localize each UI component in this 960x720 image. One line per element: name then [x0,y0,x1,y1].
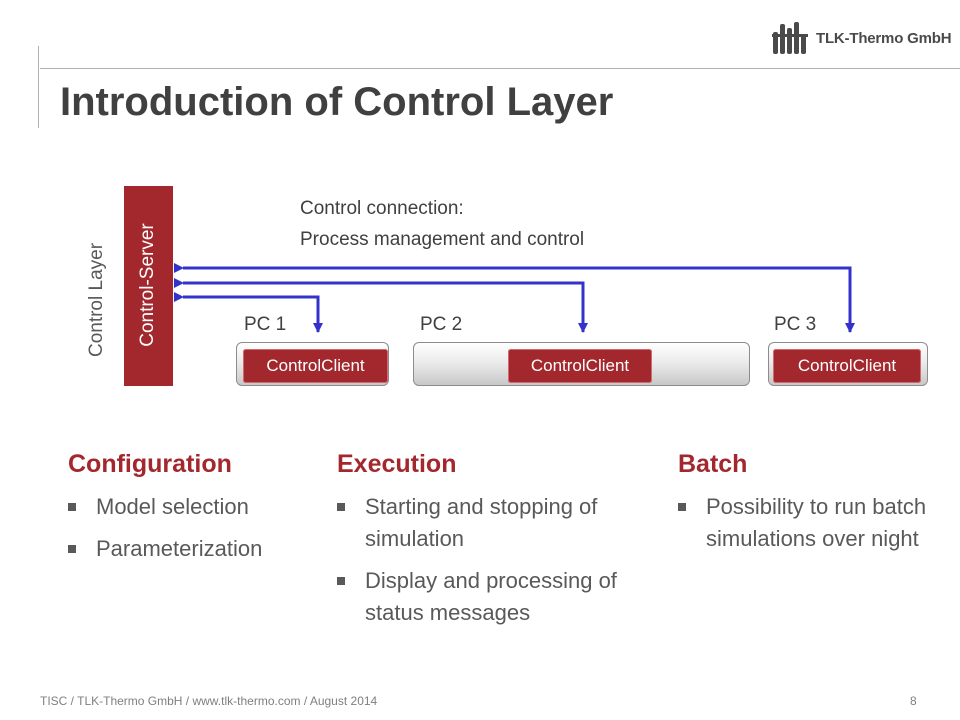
list-item: Starting and stopping of simulation [337,491,647,555]
connection-line-1: Control connection: [300,198,464,219]
logo-text: TLK-Thermo GmbH [816,29,952,47]
execution-list: Starting and stopping of simulation Disp… [337,491,647,629]
arrow-pc3 [174,263,855,333]
pc2-control-client: ControlClient [508,349,652,383]
execution-column: Execution Starting and stopping of simul… [337,450,647,639]
configuration-heading: Configuration [68,450,232,478]
tlk-mark-icon [772,22,808,54]
batch-heading: Batch [678,450,748,478]
company-logo: TLK-Thermo GmbH [770,18,952,58]
list-item: Model selection [68,491,318,523]
batch-column: Batch Possibility to run batch simulatio… [678,450,928,565]
footer-text: TISC / TLK-Thermo GmbH / www.tlk-thermo.… [40,694,378,708]
frame-horizontal-line [40,68,960,69]
execution-heading: Execution [337,450,457,478]
connection-line-2: Process management and control [300,229,585,250]
list-item: Possibility to run batch simulations ove… [678,491,928,555]
page-number: 8 [910,694,917,708]
pc3-control-client: ControlClient [773,349,921,383]
frame-vertical-line [38,46,39,128]
configuration-column: Configuration Model selection Parameteri… [68,450,318,575]
page-title: Introduction of Control Layer [60,80,614,124]
batch-list: Possibility to run batch simulations ove… [678,491,928,555]
arrow-pc2 [174,278,588,333]
list-item: Display and processing of status message… [337,565,647,629]
configuration-list: Model selection Parameterization [68,491,318,565]
pc1-control-client: ControlClient [243,349,388,383]
list-item: Parameterization [68,533,318,565]
connection-description: Control connection: Process management a… [300,193,584,255]
control-server-box [124,186,173,386]
arrow-pc1 [174,292,323,333]
